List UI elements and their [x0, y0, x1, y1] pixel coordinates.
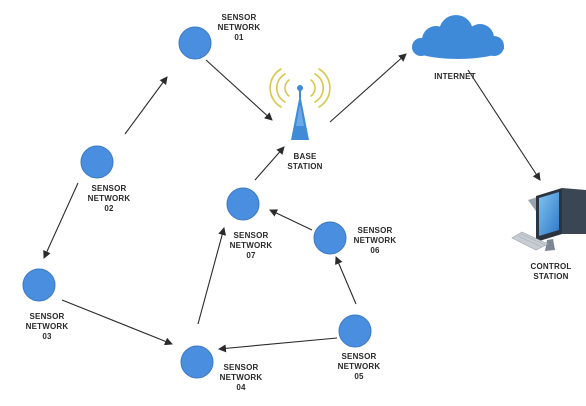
internet-label: INTERNET: [430, 72, 480, 82]
sn07-label-line2: NETWORK: [229, 241, 273, 250]
sn06-label-line3: 06: [370, 246, 380, 255]
sn01-label-line2: NETWORK: [217, 23, 261, 32]
sn06-node-icon: [313, 221, 347, 255]
sn06-label-line1: SENSOR: [357, 226, 393, 235]
sn05-label: SENSOR NETWORK 05: [334, 352, 384, 382]
cloud-icon: [412, 15, 504, 59]
sn05-label-line1: SENSOR: [341, 352, 377, 361]
sn07-label: SENSOR NETWORK 07: [226, 231, 276, 261]
arrow-sn02-to-sn01: [124, 76, 168, 135]
sn07-node-icon: [226, 187, 260, 221]
sn01-label: SENSOR NETWORK 01: [214, 13, 264, 43]
arrow-internet-to-control-station: [467, 69, 541, 181]
sn01-label-line3: 01: [234, 33, 244, 42]
sn04-label: SENSOR NETWORK 04: [216, 363, 266, 393]
sn03-label-line1: SENSOR: [29, 312, 65, 321]
arrow-sn03-to-sn04: [61, 299, 173, 346]
control-station-label-line1: CONTROL: [530, 262, 572, 271]
sn03-label-line2: NETWORK: [25, 322, 69, 331]
sn04-node-icon: [180, 345, 214, 379]
arrow-base-station-to-internet: [329, 53, 407, 123]
computer-monitor-icon: [511, 188, 586, 251]
sn03-label-line3: 03: [42, 332, 52, 341]
sn04-label-line2: NETWORK: [219, 373, 263, 382]
arrow-sn07-to-base-station: [254, 146, 285, 181]
arrow-sn02-to-sn03: [43, 182, 79, 259]
sensor-nodes: [22, 26, 372, 379]
sn07-label-line1: SENSOR: [233, 231, 269, 240]
sn01-node-icon: [178, 26, 212, 60]
sn03-node-icon: [22, 268, 56, 302]
base-station-label-line1: BASE: [293, 152, 317, 161]
sn05-label-line2: NETWORK: [337, 362, 381, 371]
sn02-label-line2: NETWORK: [87, 194, 131, 203]
radio-tower-icon: [269, 68, 331, 140]
arrow-sn01-to-base-station: [205, 59, 273, 121]
sn05-node-icon: [338, 314, 372, 348]
sn02-label-line3: 02: [104, 204, 114, 213]
sn05-label-line3: 05: [354, 372, 364, 381]
arrow-sn05-to-sn06: [335, 256, 357, 305]
base-station-label-line2: STATION: [287, 162, 323, 171]
sn07-label-line3: 07: [246, 251, 256, 260]
sn02-label: SENSOR NETWORK 02: [84, 184, 134, 214]
sn02-node-icon: [80, 145, 114, 179]
sn06-label-line2: NETWORK: [353, 236, 397, 245]
sn01-label-line1: SENSOR: [221, 13, 257, 22]
sn04-label-line1: SENSOR: [223, 363, 259, 372]
sn06-label: SENSOR NETWORK 06: [350, 226, 400, 256]
arrow-sn06-to-sn07: [269, 209, 313, 231]
control-station-label: CONTROL STATION: [528, 262, 574, 282]
sn02-label-line1: SENSOR: [91, 184, 127, 193]
arrow-sn04-to-sn07: [197, 227, 227, 325]
internet-label-line1: INTERNET: [434, 72, 476, 81]
control-station-label-line2: STATION: [533, 272, 569, 281]
connections: [43, 53, 541, 353]
arrow-sn05-to-sn04: [218, 337, 338, 353]
sn03-label: SENSOR NETWORK 03: [22, 312, 72, 342]
sn04-label-line3: 04: [236, 383, 246, 392]
base-station-label: BASE STATION: [285, 152, 325, 172]
